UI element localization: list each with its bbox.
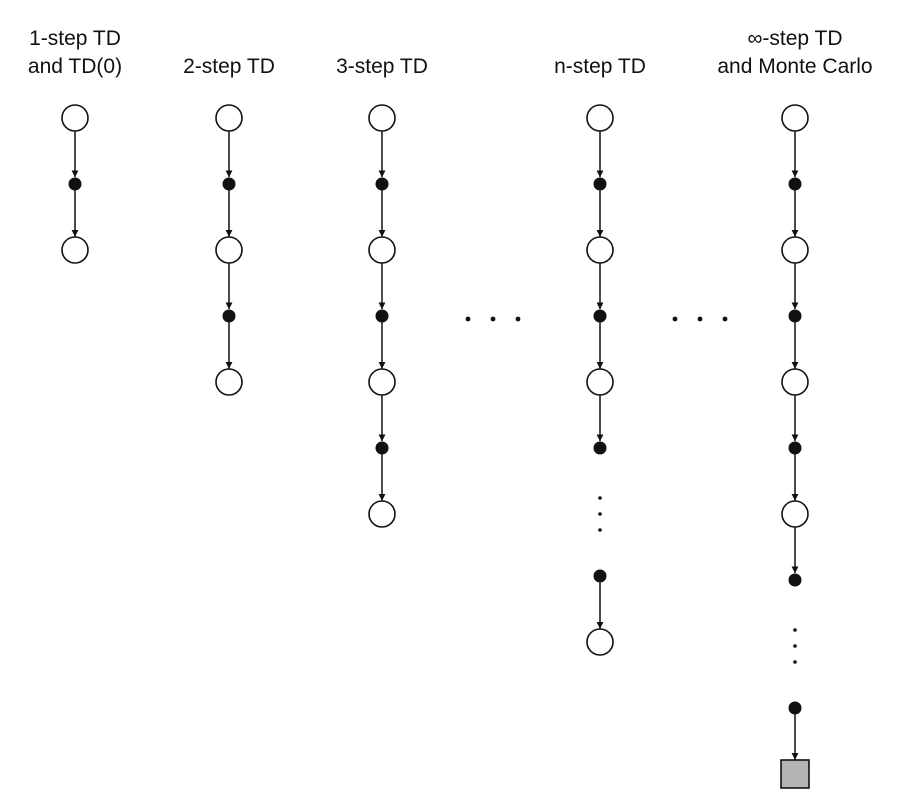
ellipsis-dot	[598, 496, 602, 500]
action-node	[375, 177, 389, 191]
state-node	[368, 368, 396, 396]
state-node	[586, 236, 614, 264]
action-node	[788, 701, 802, 715]
backup-column-tdn	[586, 104, 614, 656]
state-node	[61, 236, 89, 264]
ellipsis-dot	[672, 316, 678, 322]
state-node	[781, 236, 809, 264]
vertical-ellipsis	[793, 628, 797, 664]
state-node	[368, 500, 396, 528]
state-node	[781, 368, 809, 396]
state-node	[215, 236, 243, 264]
ellipsis-dot	[722, 316, 728, 322]
ellipsis-dot	[490, 316, 496, 322]
action-node	[788, 441, 802, 455]
column-title-line: 2-step TD	[183, 55, 275, 78]
column-title-line: 3-step TD	[336, 55, 428, 78]
backup-columns	[61, 104, 810, 789]
action-node	[222, 309, 236, 323]
horizontal-ellipsis-2	[672, 316, 728, 322]
action-node	[593, 441, 607, 455]
action-node	[788, 177, 802, 191]
ellipsis-dot	[515, 316, 521, 322]
vertical-ellipsis	[598, 496, 602, 532]
action-node	[593, 177, 607, 191]
backup-column-td2	[215, 104, 243, 396]
action-node	[68, 177, 82, 191]
ellipsis-dot	[465, 316, 471, 322]
action-node	[593, 309, 607, 323]
ellipsis-dot	[793, 660, 797, 664]
terminal-state-node	[780, 759, 810, 789]
backup-column-td3	[368, 104, 396, 528]
action-node	[222, 177, 236, 191]
column-titles: 1-step TD and TD(0) 2-step TD 3-step TD n-st…	[28, 27, 873, 78]
column-title-line: ∞-step TD	[747, 27, 842, 50]
action-node	[788, 309, 802, 323]
state-node	[368, 236, 396, 264]
ellipsis-dot	[793, 644, 797, 648]
state-node	[586, 368, 614, 396]
ellipsis-dot	[598, 528, 602, 532]
column-title-line: and TD(0)	[28, 55, 122, 78]
column-title-line: and Monte Carlo	[717, 55, 872, 78]
action-node	[593, 569, 607, 583]
state-node	[215, 104, 243, 132]
state-node	[368, 104, 396, 132]
state-node	[781, 500, 809, 528]
horizontal-ellipsis-1	[465, 316, 521, 322]
state-node	[586, 628, 614, 656]
backup-column-td1	[61, 104, 89, 264]
column-title-line: 1-step TD	[29, 27, 121, 50]
backup-column-tdinf	[780, 104, 810, 789]
action-node	[375, 309, 389, 323]
action-node	[375, 441, 389, 455]
ellipsis-dot	[793, 628, 797, 632]
state-node	[781, 104, 809, 132]
action-node	[788, 573, 802, 587]
ellipsis-dot	[697, 316, 703, 322]
state-node	[215, 368, 243, 396]
state-node	[586, 104, 614, 132]
ellipsis-dot	[598, 512, 602, 516]
column-title-line: n-step TD	[554, 55, 646, 78]
state-node	[61, 104, 89, 132]
